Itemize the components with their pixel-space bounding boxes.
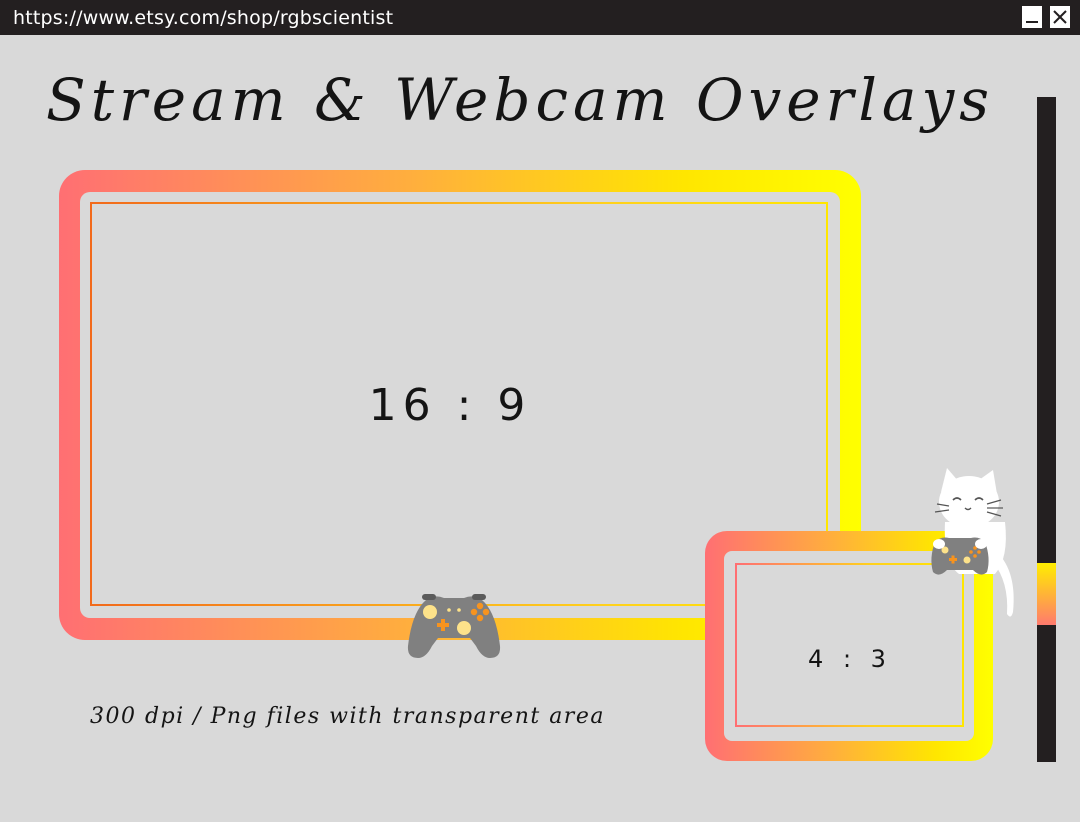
cat-illustration-icon	[931, 468, 1014, 617]
ratio-label-4-3: 4 : 3	[808, 645, 892, 673]
gamepad-icon	[407, 594, 501, 658]
file-info-text: 300 dpi / Png files with transparent are…	[90, 704, 605, 729]
overlay-frame-16-9-inner-line	[90, 202, 828, 606]
overlay-frame-4-3-inner-line	[735, 563, 964, 727]
scrollbar-track[interactable]	[1037, 97, 1056, 762]
page-title: Stream & Webcam Overlays	[45, 66, 995, 134]
url-text[interactable]: https://www.etsy.com/shop/rgbscientist	[13, 7, 394, 29]
minimize-icon	[1026, 21, 1038, 23]
close-icon	[1053, 10, 1067, 24]
browser-titlebar: https://www.etsy.com/shop/rgbscientist	[0, 0, 1080, 35]
minimize-button[interactable]	[1021, 5, 1043, 29]
close-button[interactable]	[1049, 5, 1071, 29]
scrollbar-thumb[interactable]	[1037, 563, 1056, 625]
ratio-label-16-9: 16 : 9	[368, 380, 532, 431]
